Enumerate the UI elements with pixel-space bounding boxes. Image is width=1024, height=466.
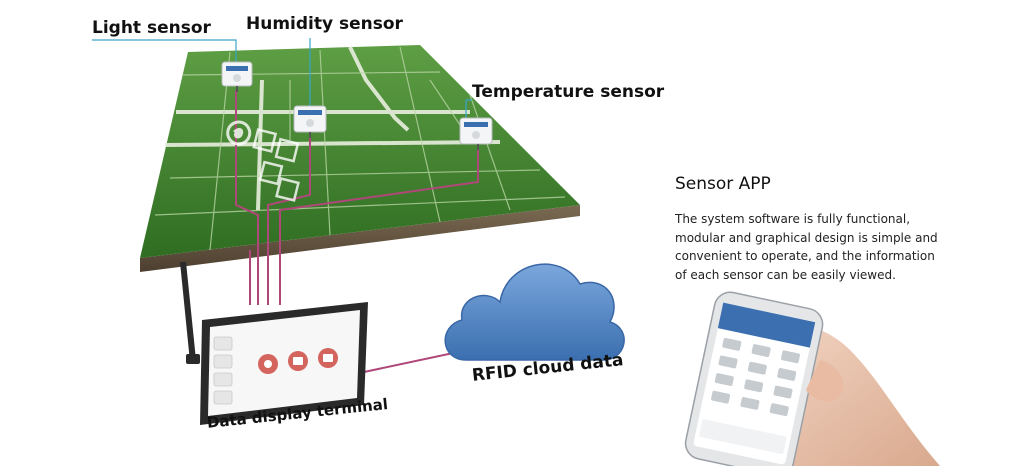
cloud-icon: [444, 263, 625, 361]
data-display-terminal: [200, 302, 368, 425]
sensor-app-title: Sensor APP: [675, 174, 771, 194]
temperature-sensor-device: [459, 117, 493, 150]
label-pointers: [92, 38, 472, 118]
temperature-sensor-label: Temperature sensor: [472, 82, 665, 102]
light-sensor-label: Light sensor: [92, 18, 211, 38]
light-sensor-device: [221, 61, 253, 92]
sensor-app-description: The system software is fully functional,…: [675, 212, 938, 282]
antenna-icon: [180, 262, 200, 364]
sensor-wiring: [235, 90, 479, 373]
humidity-sensor-label: Humidity sensor: [246, 14, 403, 34]
smartphone-icon: [684, 291, 824, 466]
farm-field: [140, 45, 580, 258]
humidity-sensor-device: [293, 105, 327, 138]
smartphone-in-hand: [684, 291, 940, 466]
